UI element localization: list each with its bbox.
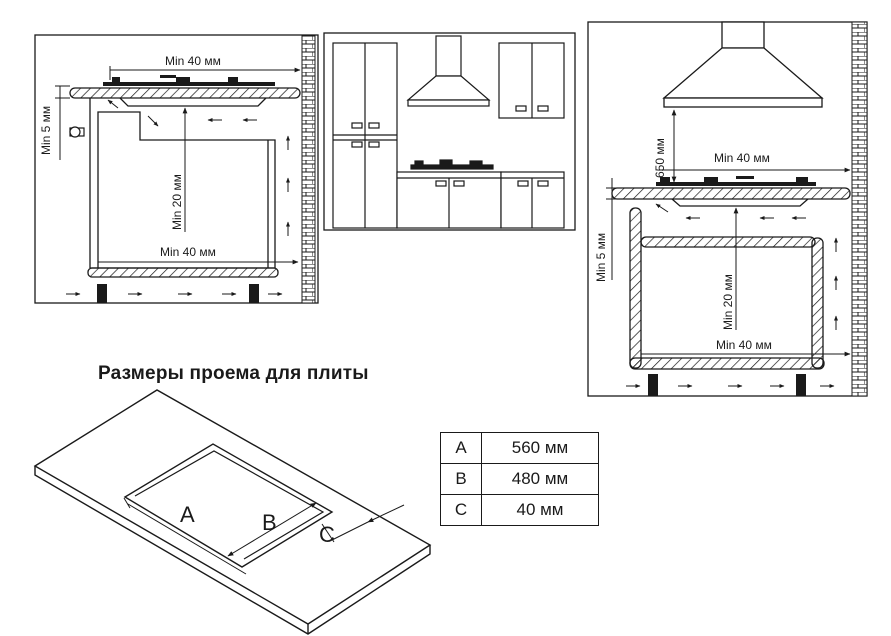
middle-hood [406, 75, 491, 101]
left-burner-2 [160, 75, 176, 78]
dim-value-c: 40 мм [481, 494, 599, 526]
left-panel-frame [34, 34, 319, 304]
left-bottom-width-label: Min 40 мм [160, 245, 216, 259]
table-row: C 40 мм [440, 494, 599, 526]
middle-hob [410, 164, 494, 170]
right-inner-shelf [640, 236, 816, 248]
cutout-title: Размеры проема для плиты [98, 363, 369, 384]
right-countertop [611, 187, 851, 200]
right-top-width-label: Min 40 мм [714, 151, 770, 165]
cutout-label-c: C [319, 522, 335, 547]
right-leg-2 [796, 374, 806, 396]
table-row: B 480 мм [440, 463, 599, 495]
cutout-label-a: A [180, 502, 195, 527]
left-top-width-label: Min 40 мм [165, 54, 221, 68]
left-hob-plate [103, 82, 275, 86]
left-burner-4 [228, 77, 238, 82]
left-leg-1 [97, 284, 107, 303]
left-burner-3 [176, 77, 190, 82]
right-bottom-width-label: Min 40 мм [716, 338, 772, 352]
cutout-label-b: B [262, 510, 277, 535]
right-side-gap-label: Min 5 мм [594, 233, 608, 282]
left-install-panel: Min 40 мм Min 5 мм Min 20 мм Min 40 мм [34, 34, 319, 304]
dim-key-b: B [440, 463, 482, 495]
cutout-dimensions-table: A 560 мм B 480 мм C 40 мм [440, 432, 599, 526]
left-brick-wall [301, 34, 316, 304]
right-vertical-gap-label: Min 20 мм [721, 274, 735, 330]
right-leg-1 [648, 374, 658, 396]
right-cabinet-right-wall [811, 237, 824, 369]
right-cabinet-left-wall [629, 207, 642, 369]
right-hood-chimney [721, 21, 765, 49]
right-airflow-arrows [626, 203, 838, 388]
left-bottom-shelf [87, 267, 279, 278]
right-bottom-shelf [629, 357, 825, 370]
kitchen-overview-panel [323, 32, 576, 231]
right-brick-wall [851, 21, 868, 397]
left-burner-1 [112, 77, 120, 82]
kitchen-panel-frame [323, 32, 576, 231]
middle-hood-chimney [435, 35, 462, 77]
left-countertop [69, 87, 301, 99]
right-hood-height-label: 650 мм [653, 138, 667, 178]
right-install-panel: 650 мм Min 40 мм Min 5 мм Min 20 мм Min … [587, 21, 868, 397]
right-hob-body [671, 198, 809, 207]
left-airflow-arrows [66, 99, 290, 296]
right-hob-plate [656, 182, 816, 186]
dim-key-c: C [440, 494, 482, 526]
left-side-gap-label: Min 5 мм [39, 106, 53, 155]
dim-value-a: 560 мм [481, 432, 599, 464]
cutout-countertop-drawing: A B C [33, 389, 432, 635]
table-row: A 560 мм [440, 432, 599, 464]
right-hood [662, 47, 824, 99]
left-vertical-gap-label: Min 20 мм [170, 174, 184, 230]
left-hob-body [119, 97, 267, 107]
dim-key-a: A [440, 432, 482, 464]
left-leg-2 [249, 284, 259, 303]
dim-value-b: 480 мм [481, 463, 599, 495]
